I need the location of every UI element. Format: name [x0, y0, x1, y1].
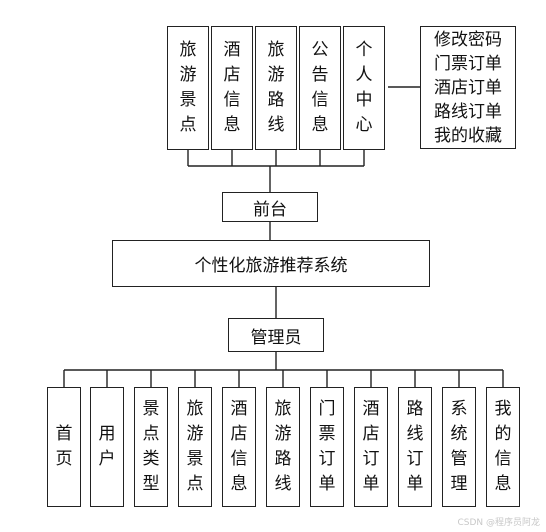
- admin-module-label: 酒店信息: [230, 399, 248, 494]
- admin-module-my-info: 我的信息: [486, 387, 520, 507]
- admin-module-route-orders: 路线订单: [398, 387, 432, 507]
- admin-module-spot-types: 景点类型: [134, 387, 168, 507]
- admin-module-label: 系统管理: [450, 399, 468, 494]
- admin-module-scenic-spots: 旅游景点: [178, 387, 212, 507]
- admin-module-label: 路线订单: [406, 399, 424, 494]
- system-node: 个性化旅游推荐系统: [112, 240, 430, 287]
- admin-module-hotel-info: 酒店信息: [222, 387, 256, 507]
- admin-module-hotel-orders: 酒店订单: [354, 387, 388, 507]
- submenu-item-hotel-orders: 酒店订单: [434, 77, 502, 98]
- personal-center-submenu: 修改密码 门票订单 酒店订单 路线订单 我的收藏: [420, 26, 516, 149]
- frontend-module-label: 公告信息: [311, 40, 329, 135]
- frontend-node: 前台: [222, 192, 318, 222]
- admin-module-ticket-orders: 门票订单: [310, 387, 344, 507]
- admin-module-travel-routes: 旅游路线: [266, 387, 300, 507]
- frontend-module-travel-routes: 旅游路线: [255, 26, 297, 150]
- admin-label: 管理员: [250, 327, 302, 348]
- admin-module-label: 门票订单: [318, 399, 336, 494]
- submenu-item-change-password: 修改密码: [434, 29, 502, 50]
- submenu-item-route-orders: 路线订单: [434, 101, 502, 122]
- admin-module-system-management: 系统管理: [442, 387, 476, 507]
- admin-module-label: 用户: [98, 424, 116, 469]
- admin-module-label: 我的信息: [494, 399, 512, 494]
- admin-module-label: 旅游景点: [186, 399, 204, 494]
- frontend-module-personal-center: 个人中心: [343, 26, 385, 150]
- admin-module-label: 酒店订单: [362, 399, 380, 494]
- frontend-module-hotel-info: 酒店信息: [211, 26, 253, 150]
- submenu-item-favorites: 我的收藏: [434, 125, 502, 146]
- admin-module-users: 用户: [90, 387, 124, 507]
- frontend-module-label: 酒店信息: [223, 40, 241, 135]
- admin-module-label: 旅游路线: [274, 399, 292, 494]
- admin-module-label: 景点类型: [142, 399, 160, 494]
- admin-module-label: 首页: [55, 424, 73, 469]
- system-title: 个性化旅游推荐系统: [194, 256, 348, 276]
- admin-module-home: 首页: [47, 387, 81, 507]
- frontend-label: 前台: [253, 199, 287, 220]
- frontend-module-announcements: 公告信息: [299, 26, 341, 150]
- watermark: CSDN @程序员阿龙: [457, 518, 540, 528]
- frontend-module-label: 旅游路线: [267, 40, 285, 135]
- submenu-item-ticket-orders: 门票订单: [434, 53, 502, 74]
- frontend-module-scenic-spots: 旅游景点: [167, 26, 209, 150]
- admin-node: 管理员: [228, 318, 324, 352]
- frontend-module-label: 旅游景点: [179, 40, 197, 135]
- frontend-module-label: 个人中心: [355, 40, 373, 135]
